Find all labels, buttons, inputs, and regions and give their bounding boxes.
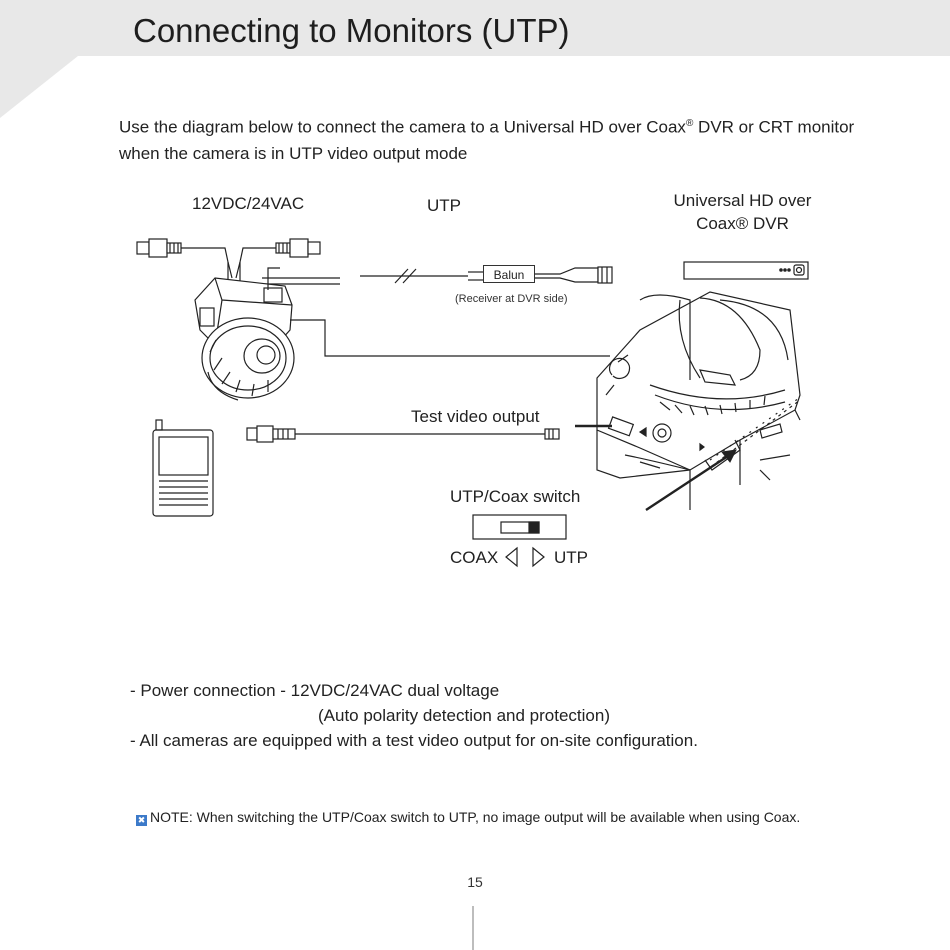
note-text: NOTE: When switching the UTP/Coax switch… xyxy=(150,809,801,825)
switch-icon xyxy=(472,514,567,540)
test-video-label: Test video output xyxy=(411,407,540,426)
dvr-label: Universal HD over Coax® DVR xyxy=(660,189,825,235)
receiver-label: (Receiver at DVR side) xyxy=(455,293,568,305)
bullet-list: - Power connection - 12VDC/24VAC dual vo… xyxy=(130,678,698,753)
power-label: 12VDC/24VAC xyxy=(192,194,305,213)
utp-cable xyxy=(360,268,483,284)
power-connector-right-icon xyxy=(275,238,321,258)
page-number: 15 xyxy=(467,874,483,890)
intro-text-part2: DVR or CRT monitor when the camera is in… xyxy=(119,117,855,163)
bullet-power-detail: (Auto polarity detection and protection) xyxy=(318,706,611,725)
dvr-label-line2: Coax® DVR xyxy=(696,214,789,233)
power-connector-left-icon xyxy=(136,238,182,258)
dvr-icon xyxy=(683,261,809,280)
test-cable xyxy=(246,425,560,443)
balun-box: Balun xyxy=(483,265,535,283)
camera-detail-icon xyxy=(596,291,803,510)
header-band xyxy=(0,0,950,56)
coax-label: COAX xyxy=(450,548,499,567)
monitor-icon xyxy=(152,419,214,517)
bullet-power: - Power connection - 12VDC/24VAC dual vo… xyxy=(130,681,500,700)
utp-side-label: UTP xyxy=(554,548,588,567)
bullet-test-output: - All cameras are equipped with a test v… xyxy=(130,731,698,750)
switch-label: UTP/Coax switch xyxy=(450,487,581,506)
intro-text-part1: Use the diagram below to connect the cam… xyxy=(119,117,686,137)
bnc-connector-icon xyxy=(535,266,613,284)
utp-label: UTP xyxy=(427,196,461,215)
header-wedge xyxy=(0,56,78,118)
dvr-label-line1: Universal HD over xyxy=(673,191,812,210)
registered-mark: ® xyxy=(685,118,694,129)
note-icon: ✖ xyxy=(136,815,147,826)
camera-icon xyxy=(194,277,295,401)
footer-rule xyxy=(472,906,474,950)
note: ✖NOTE: When switching the UTP/Coax switc… xyxy=(136,809,800,826)
intro-paragraph: Use the diagram below to connect the cam… xyxy=(119,111,879,167)
page-title: Connecting to Monitors (UTP) xyxy=(133,12,570,49)
